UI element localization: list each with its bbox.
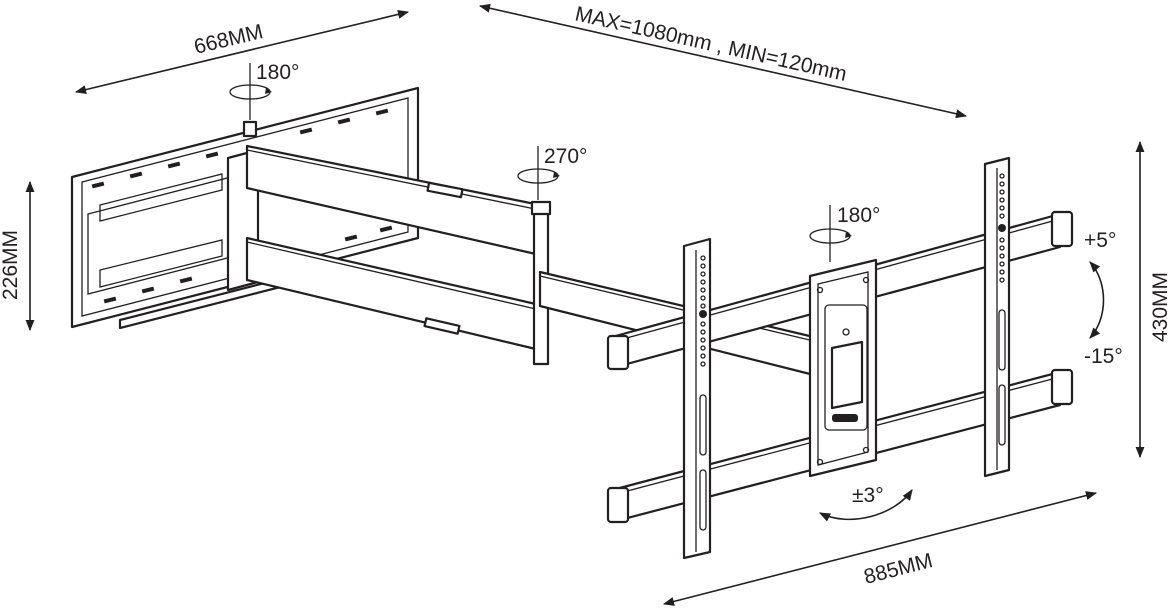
double-arm — [226, 144, 820, 378]
lower-arm — [245, 236, 542, 352]
wall-plate-slot-lower — [99, 239, 223, 288]
tv-width-label: 885MM — [862, 549, 936, 589]
wall-swivel-label: 180° — [256, 61, 299, 84]
arm-swivel-label: 270° — [544, 145, 587, 168]
wall-plate-holes-bottom — [103, 225, 393, 304]
tilt-indicator: +5° -15° — [1084, 229, 1123, 368]
wall-plate-slot-upper — [99, 173, 223, 222]
lower-crossbar-end-left — [606, 486, 630, 524]
dimension-tv-width: 885MM — [662, 491, 1098, 606]
arm-cover-clip — [426, 181, 464, 199]
head-swivel-label: 180° — [837, 204, 880, 227]
right-strap-holes — [998, 173, 1006, 446]
wall-width-label: 668MM — [192, 20, 265, 59]
rotation-indicator-arm: 270° — [517, 145, 587, 200]
upper-crossbar-end-left — [606, 334, 630, 371]
arm-pivot-cap — [530, 200, 552, 216]
extension-label: MAX=1080mm , MIN=120mm — [573, 2, 849, 86]
wall-plate-holes-top — [91, 108, 389, 189]
rotation-indicator-head: 180° — [809, 204, 880, 262]
tilt-lock-knob — [832, 414, 858, 422]
lower-arm-clip — [423, 317, 461, 335]
dimension-tv-height: 430MM — [1135, 140, 1171, 459]
tilt-slot-frame — [824, 304, 868, 431]
level-indicator: ±3° — [818, 484, 913, 522]
dimension-wall-width: 668MM — [74, 10, 410, 94]
wall-plate-inner-frame — [81, 97, 409, 317]
tv-bracket — [606, 156, 1074, 560]
wall-height-label: 226MM — [0, 230, 22, 300]
tilt-down-label: -15° — [1084, 345, 1123, 368]
wall-swivel-pin — [242, 120, 258, 138]
lower-crossbar-end-right — [1050, 368, 1074, 406]
level-label: ±3° — [852, 484, 884, 507]
upper-crossbar-end-right — [1050, 210, 1074, 248]
dimension-extension: MAX=1080mm , MIN=120mm — [478, 2, 968, 119]
tilt-arc-arrow — [1089, 261, 1105, 339]
tv-height-label: 430MM — [1149, 272, 1171, 342]
dimension-wall-height: 226MM — [0, 180, 35, 332]
tilt-up-label: +5° — [1084, 229, 1116, 252]
rotation-indicator-wall: 180° — [229, 61, 299, 120]
tilt-head-block — [830, 340, 864, 410]
